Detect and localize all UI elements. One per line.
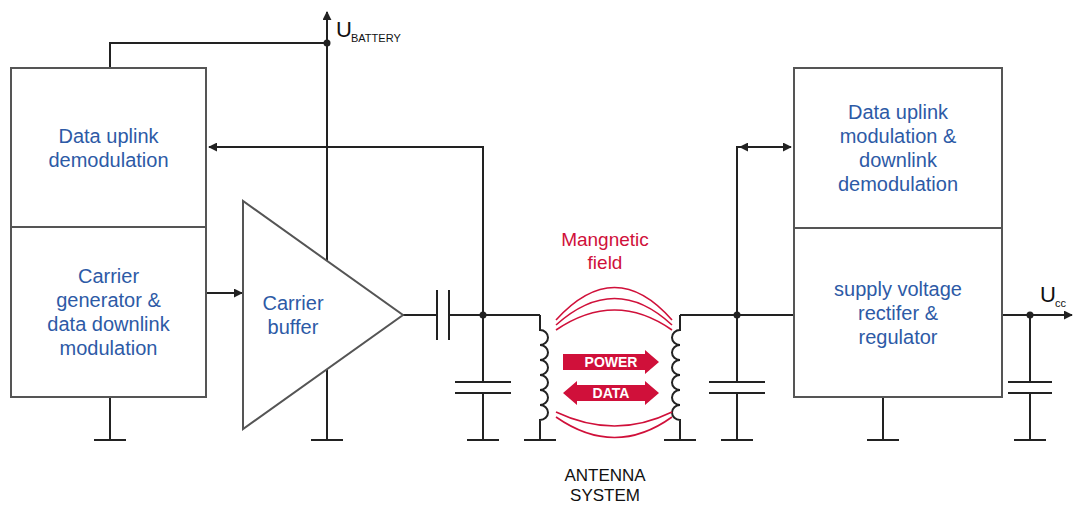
process-box: supply voltage rectifer & regulator: [793, 227, 1003, 398]
junction-dot: [480, 312, 487, 319]
node-text: supply voltage rectifer & regulator: [834, 277, 962, 349]
arrow-label: POWER: [585, 354, 638, 370]
arrow-shape: [563, 381, 659, 405]
antenna-label: ANTENNA SYSTEM: [555, 466, 655, 506]
arrow-label: DATA: [593, 385, 630, 401]
capacitor-wire: [482, 315, 484, 440]
node-text: Data uplink demodulation: [45, 124, 173, 172]
signal-arrow: [207, 292, 242, 294]
junction-dot: [324, 40, 331, 47]
voltage-subscript: BATTERY: [351, 32, 401, 45]
data-arrow: DATA: [563, 381, 659, 405]
process-box: Data uplink modulation & downlink demodu…: [793, 67, 1003, 229]
power-arrow: POWER: [563, 350, 659, 374]
data-wire: [737, 147, 742, 315]
junction-dot: [1027, 312, 1034, 319]
buffer-output-wire: [402, 314, 437, 316]
ground-wire: [882, 398, 884, 440]
series-capacitor: [437, 290, 449, 340]
battery-arrow: [326, 12, 328, 43]
voltage-symbol: U: [336, 17, 352, 43]
voltage-subscript: cc: [1055, 297, 1066, 310]
triangle-outline: [243, 201, 403, 429]
supply-output-wire: [1003, 314, 1072, 316]
antenna-wire: [449, 314, 540, 316]
buffer-amplifier-outline: [242, 200, 404, 430]
junction-dot: [734, 312, 741, 319]
buffer-amplifier: Carrier buffer: [242, 200, 404, 430]
ground-wire: [109, 398, 111, 440]
field-line: [556, 417, 672, 438]
capacitor-wire: [736, 315, 738, 440]
field-label: Mangnetic field: [550, 228, 660, 274]
capacitor-wire: [1029, 315, 1031, 440]
parallel-capacitor: [455, 382, 511, 393]
data-double-arrow: [740, 146, 791, 148]
transponder-coil: [672, 315, 680, 440]
field-line: [556, 288, 672, 321]
output-capacitor: [1008, 382, 1052, 393]
wires: [94, 12, 1072, 440]
field-line: [556, 412, 672, 426]
field-line: [556, 310, 672, 330]
battery-wire: [110, 43, 327, 67]
arrow-shape: [563, 350, 659, 374]
process-box: Carrier generator & data downlink modula…: [10, 226, 207, 398]
process-box: Data uplink demodulation: [10, 67, 207, 228]
battery-wire: [326, 43, 328, 440]
voltage-symbol: U: [1040, 282, 1056, 308]
parallel-capacitor: [709, 382, 765, 393]
node-text: Carrier buffer: [242, 291, 344, 339]
reader-coil: [540, 315, 548, 440]
node-text: Carrier generator & data downlink modula…: [45, 264, 173, 360]
connectors: [207, 293, 242, 294]
magnetic-field-lines: [556, 288, 672, 438]
node-text: Data uplink modulation & downlink demodu…: [834, 100, 962, 196]
ground-symbol: [94, 439, 1046, 441]
